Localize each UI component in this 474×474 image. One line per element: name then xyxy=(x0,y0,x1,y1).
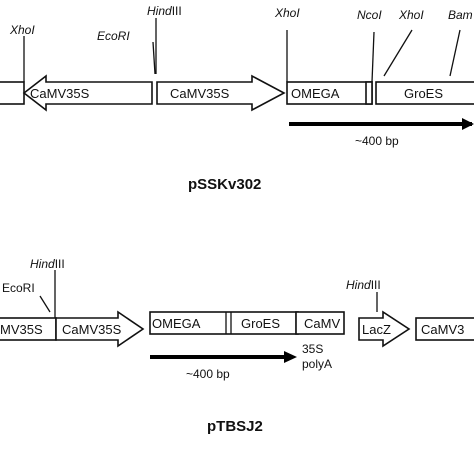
hindiii-rest: III xyxy=(172,4,182,18)
bp-arrowhead-2 xyxy=(284,351,297,363)
bam-line xyxy=(449,29,461,77)
hindiii-left-site: HindIII xyxy=(30,257,65,271)
bp-label-1: ~400 bp xyxy=(355,134,399,148)
camv-polya-box xyxy=(295,311,345,335)
bp-label-2: ~400 bp xyxy=(186,367,230,381)
camv-partial-label: CaMV3 xyxy=(421,322,464,337)
camv-polya-label-3: polyA xyxy=(302,357,332,371)
omega-spacer xyxy=(365,81,373,105)
hindiii-left-rest: III xyxy=(55,257,65,271)
camv35s-right-arrow xyxy=(156,74,286,112)
camv-polya-label-1: CaMV xyxy=(304,316,340,331)
bp-arrowhead-1 xyxy=(462,118,474,130)
ecori-site-2: EcoRI xyxy=(2,281,35,295)
ncoi-line xyxy=(371,31,375,83)
groes-label: GroES xyxy=(404,86,443,101)
camv35s-left-arrow xyxy=(22,74,153,112)
xhoi-right-site: XhoI xyxy=(398,8,424,22)
camv-polya-label-2: 35S xyxy=(302,342,323,356)
construct-ptbsj2: MV35S CaMV35S OMEGA GroES CaMV LacZ CaMV… xyxy=(0,257,474,435)
ecori-line xyxy=(152,41,156,75)
camv35s-label: CaMV35S xyxy=(62,322,122,337)
hindiii-site: HindIII xyxy=(147,4,182,18)
omega-label-2: OMEGA xyxy=(152,316,201,331)
construct-psskv302: CaMV35S CaMV35S OMEGA GroES XhoI EcoRI H… xyxy=(0,4,474,193)
left-partial-box xyxy=(0,81,25,105)
groes-label-2: GroES xyxy=(241,316,280,331)
camv35s-label-1: CaMV35S xyxy=(30,86,90,101)
bam-site: Bam xyxy=(448,8,473,22)
camv-partial-box xyxy=(415,317,474,341)
lacz-arrow xyxy=(358,310,411,348)
lacz-label: LacZ xyxy=(362,322,391,337)
hindiii-left-italic: Hind xyxy=(30,257,55,271)
omega-label: OMEGA xyxy=(291,86,340,101)
ecori-left-line xyxy=(39,295,51,313)
psskv302-title: pSSKv302 xyxy=(188,176,261,193)
ptbsj2-title: pTBSJ2 xyxy=(207,418,263,435)
camv35s-label-2: CaMV35S xyxy=(170,86,230,101)
xhoi-right-line xyxy=(383,29,413,77)
xhoi-mid-site: XhoI xyxy=(274,6,300,20)
hindiii-right-site: HindIII xyxy=(346,278,381,292)
hindiii-italic: Hind xyxy=(147,4,172,18)
camv35s-arrow xyxy=(55,310,145,348)
hindiii-right-italic: Hind xyxy=(346,278,371,292)
mv35s-partial-label: MV35S xyxy=(0,322,43,337)
ecori-site: EcoRI xyxy=(97,29,130,43)
ncoi-site: NcoI xyxy=(357,8,382,22)
xhoi-left-site: XhoI xyxy=(9,23,35,37)
hindiii-right-rest: III xyxy=(371,278,381,292)
groes-box xyxy=(375,81,474,105)
